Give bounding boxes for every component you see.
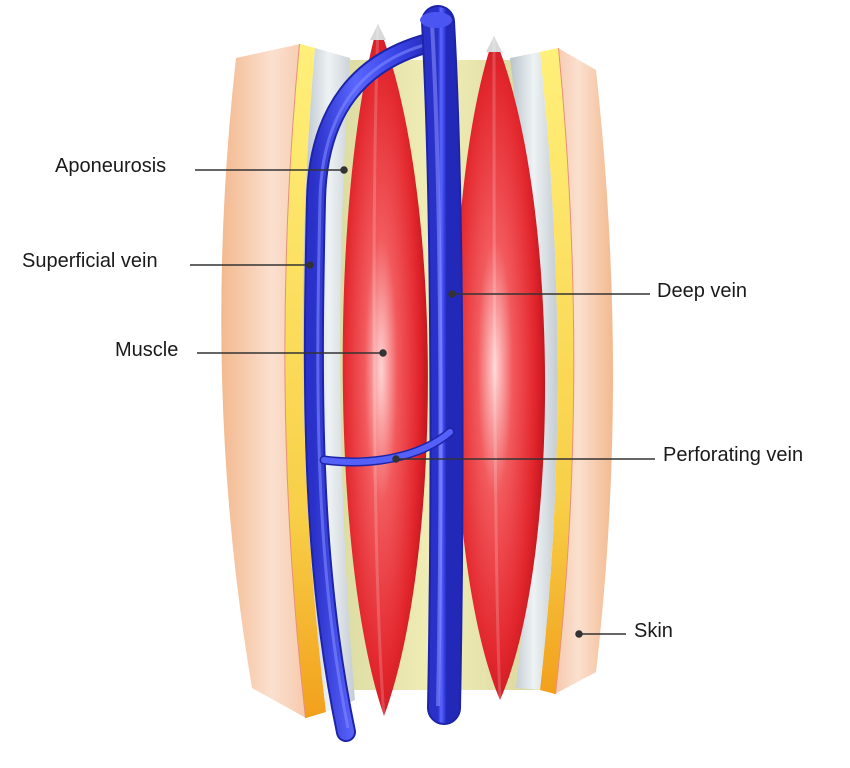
skin-label: Skin [634, 620, 673, 642]
left-muscle [342, 23, 428, 717]
muscle-leader [197, 349, 387, 357]
aponeurosis-label: Aponeurosis [55, 155, 167, 177]
leader-lines [190, 166, 655, 638]
superficial-vein-leader [190, 261, 314, 269]
deep-vein [420, 5, 464, 725]
left-fat-layer [285, 44, 326, 718]
right-muscle [454, 35, 546, 701]
muscle-label: Muscle [115, 339, 179, 361]
aponeurosis-leader [195, 166, 348, 174]
right-fat-layer [540, 48, 574, 694]
perforating-vein-leader [392, 455, 655, 463]
superficial-vein [303, 32, 442, 742]
skin-leader [575, 630, 626, 638]
deep-vein-label: Deep vein [657, 280, 748, 302]
superficial-vein-label: Superficial vein [22, 250, 158, 272]
perforating-vein-label: Perforating vein [663, 444, 804, 466]
deep-vein-leader [448, 290, 650, 298]
